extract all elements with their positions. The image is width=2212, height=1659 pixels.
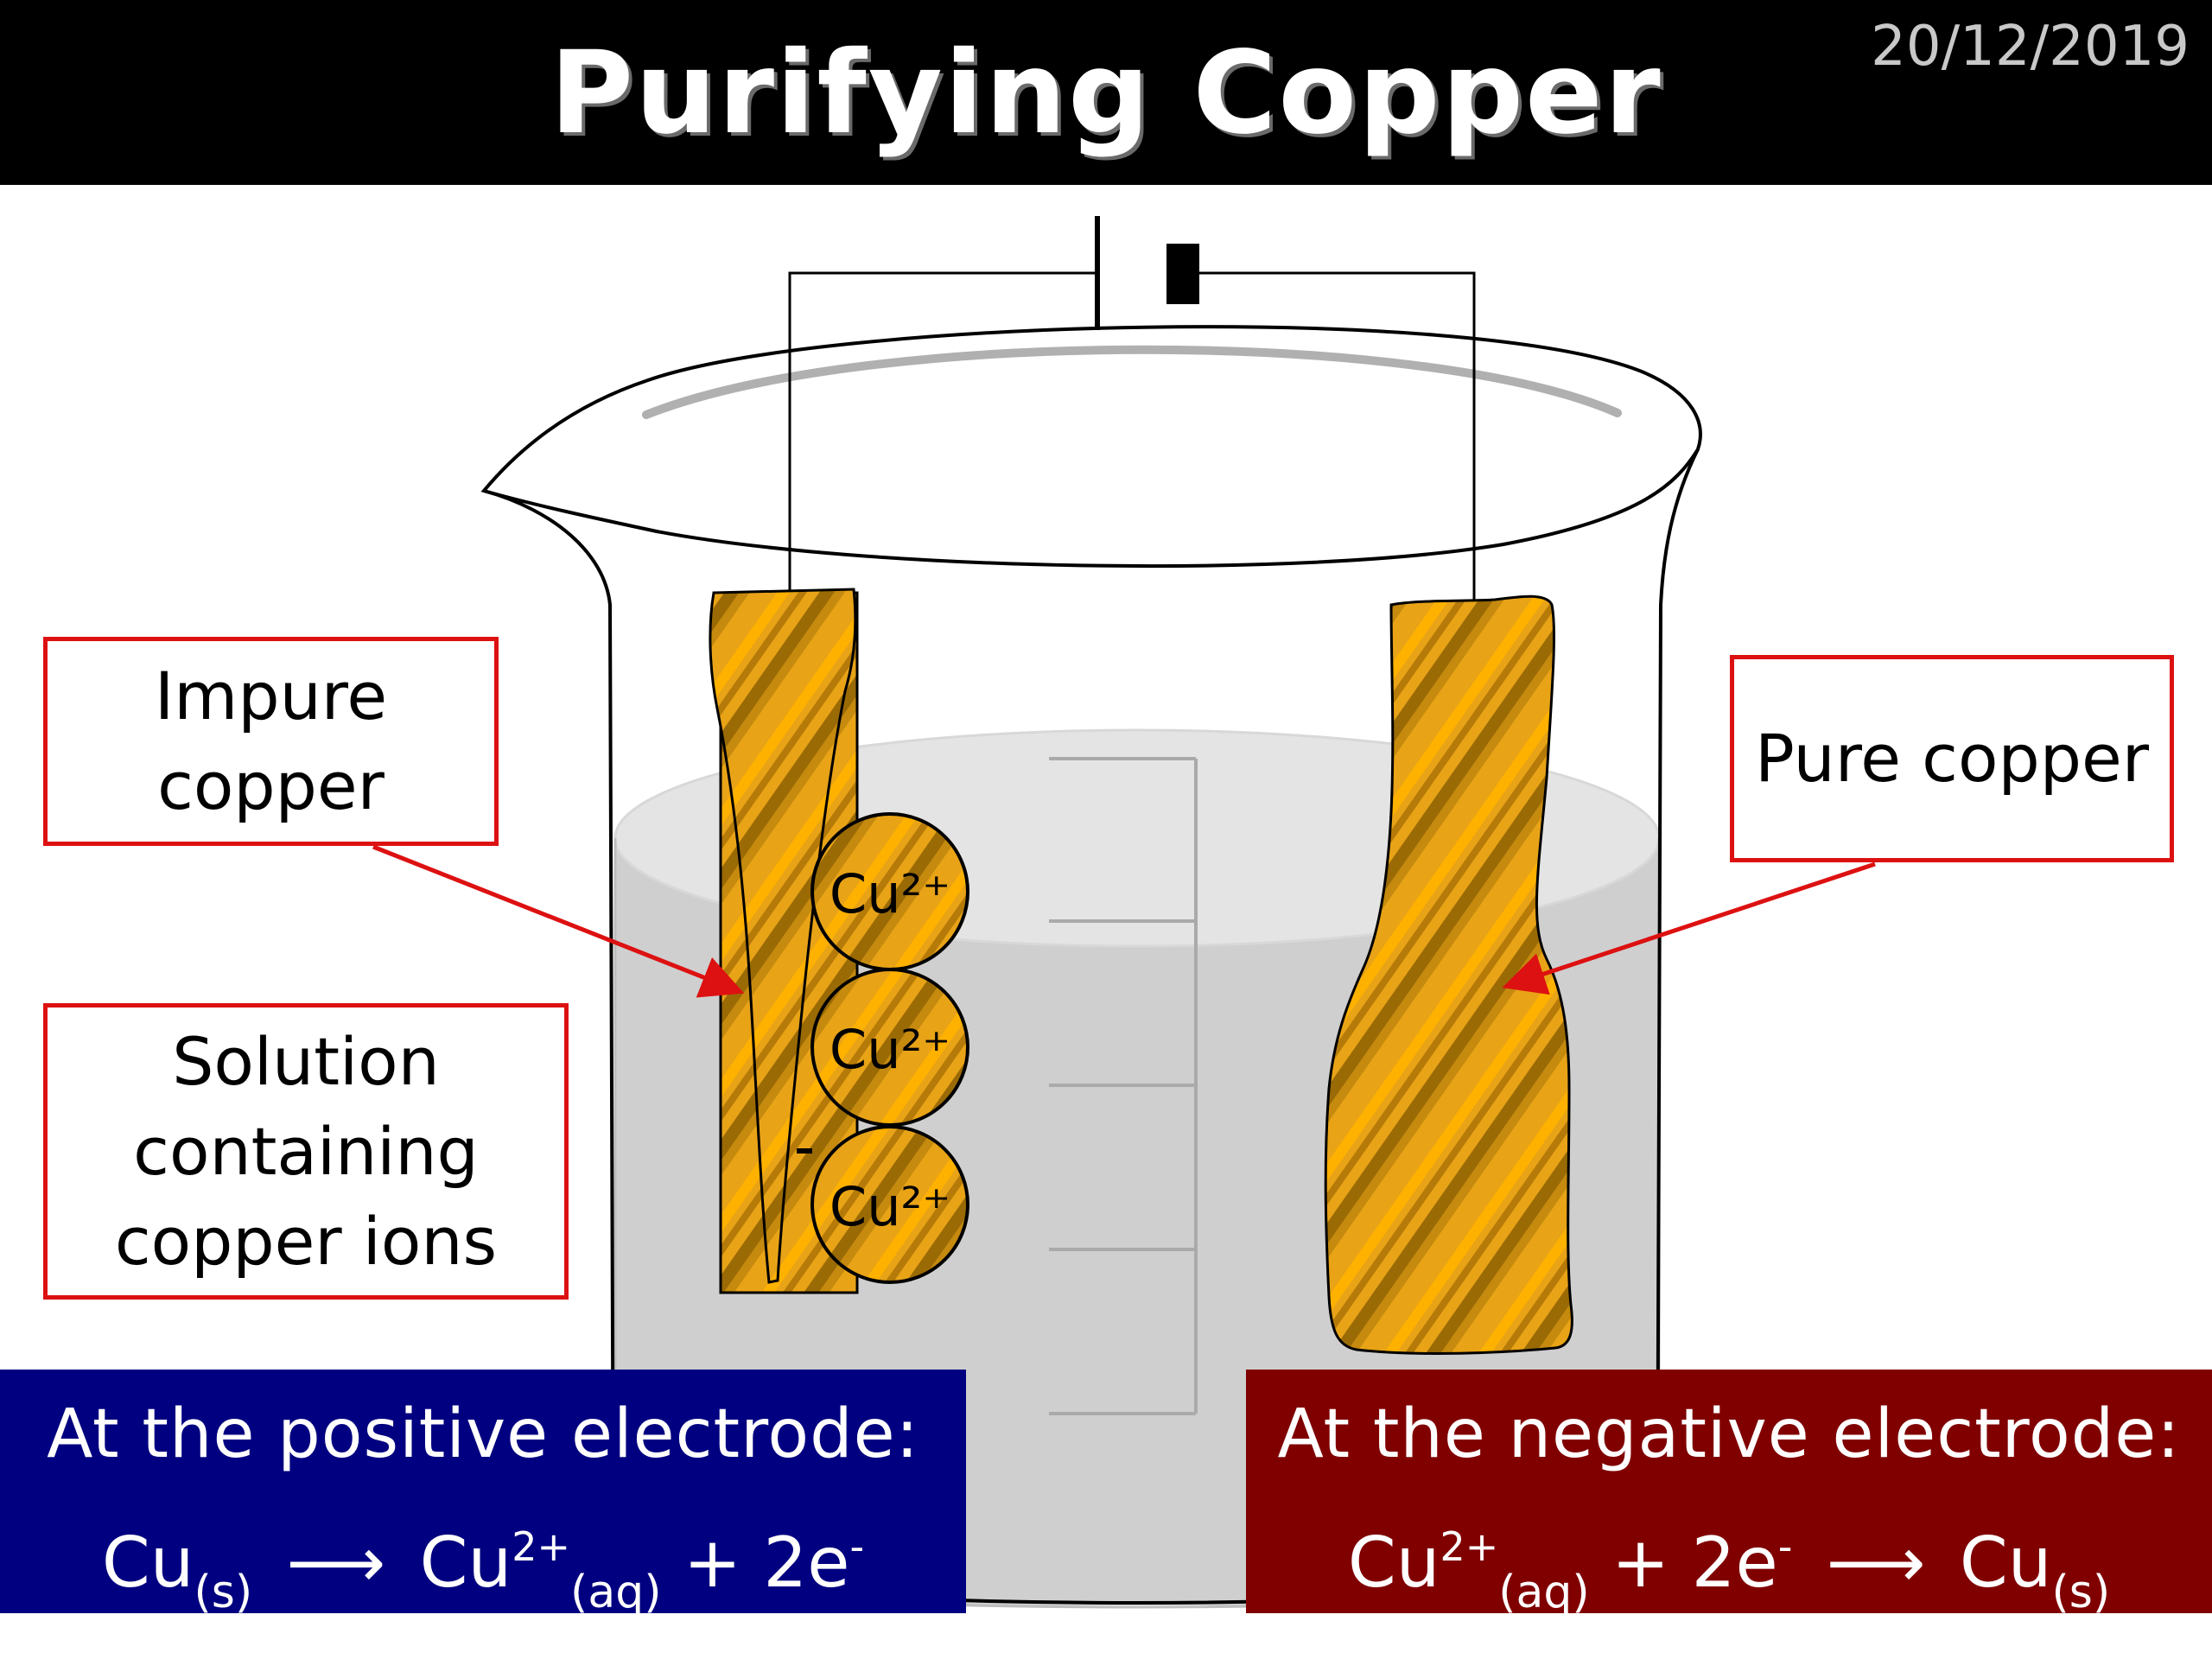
beaker-left-wall: [483, 489, 615, 1582]
equation-electrons: + 2e: [683, 1522, 850, 1603]
negative-electrode-heading: At the negative electrode:: [1277, 1395, 2181, 1473]
equation-electron-charge: -: [1777, 1523, 1793, 1570]
rim-highlight: [642, 345, 1622, 419]
equation-reactant-charge: 2+: [1440, 1523, 1499, 1570]
pointer-arrows: [372, 844, 1876, 998]
negative-electrode-equation: Cu2+(aq) + 2e- ⟶ Cu(s): [1246, 1499, 2212, 1640]
negative-electrode-panel: At the negative electrode: Cu2+(aq) + 2e…: [1246, 1370, 2212, 1618]
copper-ion-label-2: Cu²⁺: [830, 1018, 950, 1081]
cell-negative-terminal: [1166, 244, 1199, 304]
equation-electrons: + 2e: [1611, 1522, 1778, 1603]
equation-reactant: Cu: [101, 1522, 194, 1603]
equation-reactant-state: (s): [194, 1567, 253, 1618]
beaker-right-wall: [1656, 448, 1700, 1582]
copper-ion-3: [810, 1125, 969, 1284]
impure-pointer-arrow: [372, 844, 745, 998]
equation-product-charge: 2+: [512, 1523, 571, 1570]
wire-left: [788, 271, 1097, 596]
equation-reactant-ion: Cu: [1347, 1522, 1440, 1603]
positive-electrode-equation: Cu(s) ⟶ Cu2+(aq) + 2e-: [0, 1499, 966, 1640]
equation-electron-charge: -: [849, 1523, 865, 1570]
circuit: [788, 216, 1476, 605]
reaction-arrow: ⟶: [286, 1522, 386, 1603]
beaker: [480, 325, 1702, 1605]
beaker-rim: [480, 325, 1702, 569]
equation-product-state: (aq): [570, 1567, 662, 1618]
pure-copper-electrode: [1324, 594, 1573, 1355]
date-label: 20/12/2019: [1871, 15, 2190, 79]
pure-copper-label: Pure copper: [1730, 655, 2174, 862]
copper-ion-label-3: Cu²⁺: [830, 1175, 950, 1238]
impure-copper-label: Impure copper: [43, 637, 499, 846]
reaction-arrow: ⟶: [1826, 1522, 1926, 1603]
positive-electrode-heading: At the positive electrode:: [47, 1395, 919, 1473]
page-title: Purifying Copper: [550, 27, 1662, 160]
equation-product-ion: Cu: [419, 1522, 512, 1603]
positive-electrode-panel: At the positive electrode: Cu(s) ⟶ Cu2+(…: [0, 1370, 966, 1618]
title-bar: Purifying Copper 20/12/2019: [0, 0, 2212, 185]
copper-ion-label-1: Cu²⁺: [830, 862, 950, 925]
wire-right: [1194, 271, 1476, 605]
pure-pointer-arrow: [1502, 861, 1876, 995]
solution-label: Solution containing copper ions: [43, 1003, 569, 1300]
equation-product: Cu: [1959, 1522, 2052, 1603]
graduation-scale: [1049, 757, 1198, 1415]
equation-product-state: (s): [2051, 1567, 2111, 1618]
copper-ions: Cu²⁺ Cu²⁺ Cu²⁺: [797, 812, 969, 1284]
equation-reactant-state: (aq): [1498, 1567, 1590, 1618]
